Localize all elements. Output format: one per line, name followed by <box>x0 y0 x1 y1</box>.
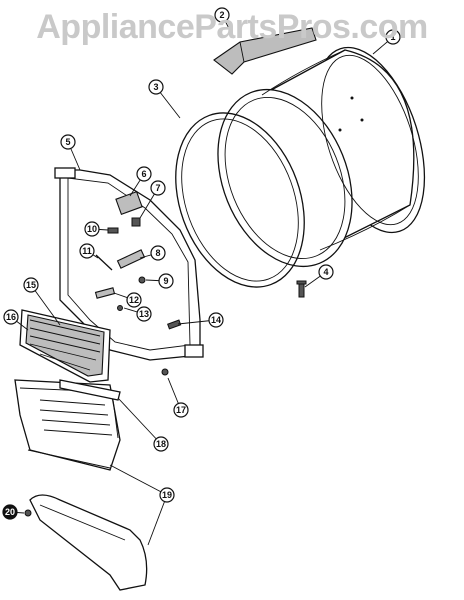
callout-11: 11 <box>79 243 95 259</box>
svg-text:20: 20 <box>5 507 15 517</box>
svg-text:10: 10 <box>87 224 97 234</box>
part-clip-11 <box>95 254 113 271</box>
part-switch-7 <box>131 217 141 227</box>
callout-5: 5 <box>60 134 76 150</box>
svg-text:4: 4 <box>323 267 328 277</box>
svg-text:13: 13 <box>139 309 149 319</box>
svg-text:15: 15 <box>26 280 36 290</box>
svg-text:11: 11 <box>82 246 92 256</box>
svg-text:12: 12 <box>129 295 139 305</box>
part-baffle-bracket <box>213 27 317 75</box>
svg-text:18: 18 <box>156 439 166 449</box>
svg-text:1: 1 <box>390 32 395 42</box>
part-screw-17 <box>161 368 169 376</box>
part-sensor-14 <box>167 319 182 330</box>
callout-7: 7 <box>150 180 166 196</box>
part-screw-20 <box>24 509 32 517</box>
svg-text:6: 6 <box>141 169 146 179</box>
part-screw-4 <box>296 280 307 298</box>
callout-17: 17 <box>173 402 189 418</box>
svg-text:2: 2 <box>219 10 224 20</box>
callout-15: 15 <box>23 277 39 293</box>
callout-14: 14 <box>208 312 224 328</box>
svg-text:7: 7 <box>155 183 160 193</box>
part-air-duct <box>14 379 121 471</box>
callout-1: 1 <box>385 29 401 45</box>
callout-19: 19 <box>159 487 175 503</box>
part-drum-seal <box>175 112 305 288</box>
part-screw-13 <box>117 305 123 311</box>
svg-text:8: 8 <box>155 248 160 258</box>
callout-2: 2 <box>214 7 230 23</box>
svg-text:16: 16 <box>6 312 16 322</box>
callout-20: 20 <box>2 504 18 520</box>
callout-6: 6 <box>136 166 152 182</box>
part-clip-10 <box>107 227 119 234</box>
leader-lines <box>9 14 394 546</box>
callout-4: 4 <box>318 264 334 280</box>
part-bracket-8 <box>116 249 146 269</box>
callout-9: 9 <box>158 273 174 289</box>
svg-text:9: 9 <box>163 276 168 286</box>
callout-16: 16 <box>3 309 19 325</box>
callout-10: 10 <box>84 221 100 237</box>
svg-text:19: 19 <box>162 490 172 500</box>
part-deflector <box>59 379 121 401</box>
callout-13: 13 <box>136 306 152 322</box>
part-front-bulkhead <box>54 167 204 361</box>
svg-text:14: 14 <box>211 315 221 325</box>
svg-text:5: 5 <box>65 137 70 147</box>
part-lint-screen <box>19 309 111 383</box>
svg-text:3: 3 <box>153 82 158 92</box>
callout-8: 8 <box>150 245 166 261</box>
part-lower-panel <box>29 494 148 591</box>
part-drum <box>217 46 426 268</box>
callout-3: 3 <box>148 79 164 95</box>
part-door-switch-6 <box>115 191 143 215</box>
callout-12: 12 <box>126 292 142 308</box>
callout-18: 18 <box>153 436 169 452</box>
svg-text:17: 17 <box>176 405 186 415</box>
part-bracket-12 <box>94 287 116 299</box>
part-screw-9 <box>138 276 146 284</box>
